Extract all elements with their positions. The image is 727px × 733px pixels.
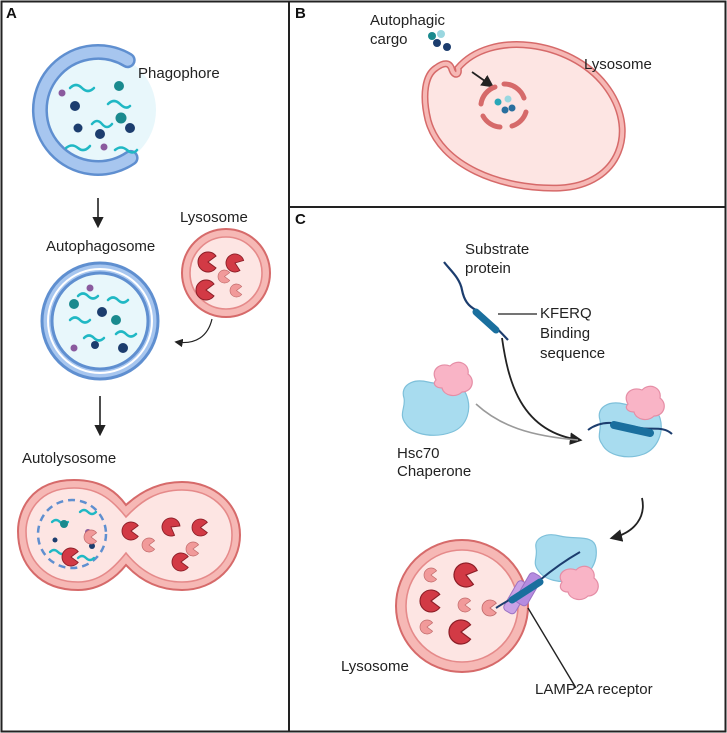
label-kferq-3: sequence	[540, 345, 605, 362]
phagophore-cargo	[64, 83, 139, 154]
label-kferq-1: KFERQ	[540, 305, 592, 322]
label-kferq-2: Binding	[540, 325, 590, 342]
lysosome-c	[395, 539, 529, 673]
vesicle-b	[478, 81, 529, 130]
arrow-complex-to-lysosome	[609, 497, 644, 542]
autophagosome	[40, 261, 160, 381]
label-lysosome-b: Lysosome	[584, 56, 652, 73]
phagophore-lumen	[40, 52, 156, 168]
label-autophagosome: Autophagosome	[46, 238, 155, 255]
hsc70-chaperone	[401, 361, 473, 436]
kferq-motif	[472, 308, 500, 334]
arrow-microautophagy	[471, 71, 495, 88]
label-lysosome-a: Lysosome	[180, 209, 248, 226]
autophagic-cargo	[428, 30, 451, 51]
label-lysosome-c: Lysosome	[341, 658, 409, 675]
label-autolysosome: Autolysosome	[22, 450, 116, 467]
lamp2a-leader-line	[527, 607, 577, 689]
substrate-protein	[443, 261, 509, 341]
label-hsc70-1: Hsc70	[397, 445, 440, 462]
arrow-lysosome-to-autophagosome	[174, 318, 213, 348]
autolysosome	[16, 478, 242, 592]
panel-label-b: B	[295, 5, 306, 22]
label-autophagic-cargo-1: Autophagic	[370, 12, 446, 29]
label-lamp2a: LAMP2A receptor	[535, 681, 653, 698]
label-substrate-2: protein	[465, 260, 511, 277]
label-substrate-1: Substrate	[465, 241, 529, 258]
phagophore	[31, 43, 156, 176]
bound-chaperone-complex	[495, 534, 599, 609]
lysosome-a	[181, 228, 271, 318]
chaperone-substrate-complex	[587, 385, 673, 458]
panel-label-c: C	[295, 211, 306, 228]
panel-label-a: A	[6, 5, 17, 22]
label-autophagic-cargo-2: cargo	[370, 31, 408, 48]
arrow-chaperone-to-complex	[475, 403, 579, 441]
arrow-substrate-to-complex	[501, 337, 583, 445]
label-hsc70-2: Chaperone	[397, 463, 471, 480]
label-phagophore: Phagophore	[138, 65, 220, 82]
